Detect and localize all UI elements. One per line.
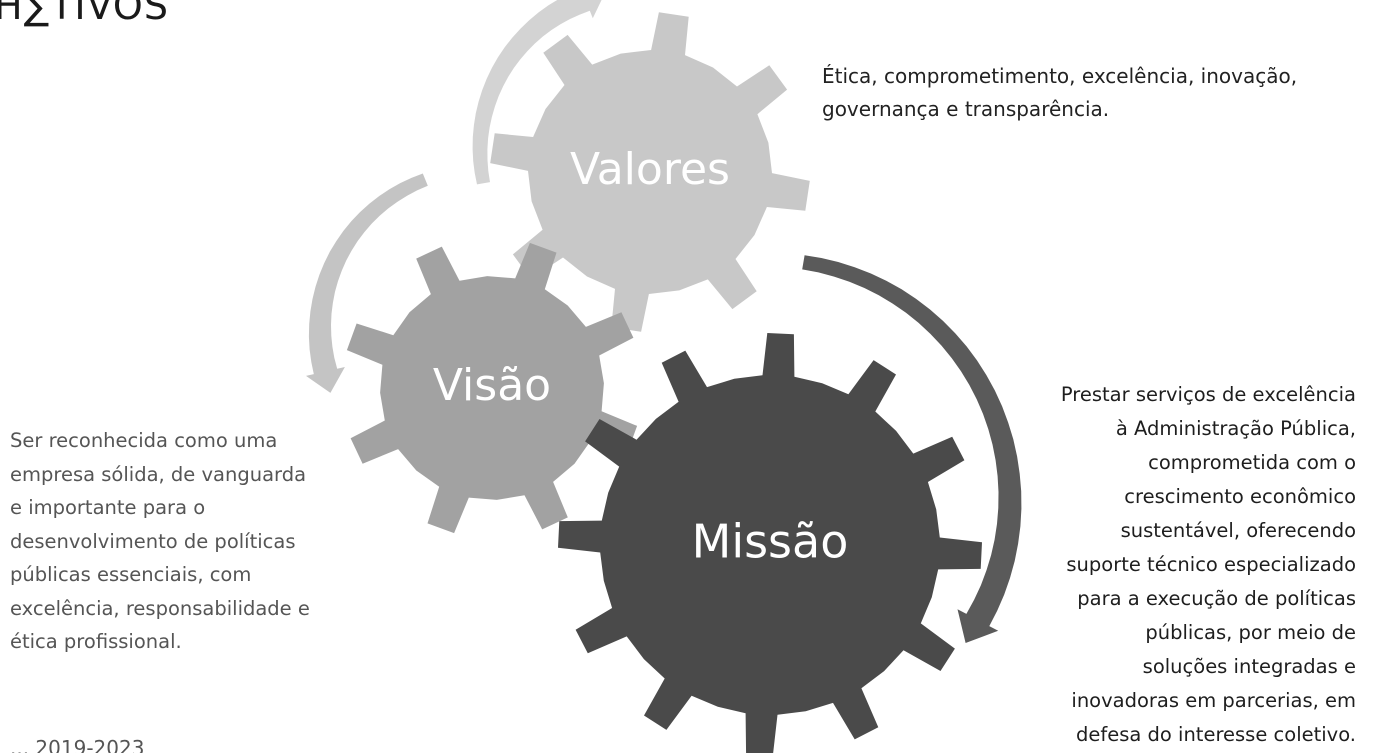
gear-valores: Valores bbox=[490, 12, 810, 332]
arrow-top-body bbox=[472, 0, 602, 185]
footer-fragment: ... 2019-2023 bbox=[10, 736, 145, 753]
gear-missao-label: Missão bbox=[692, 515, 849, 569]
heading-fragment: H∑TIVOS bbox=[0, 0, 169, 28]
missao-description: Prestar serviços de excelência à Adminis… bbox=[1060, 383, 1356, 746]
gear-visao-shape bbox=[346, 242, 638, 534]
gear-valores-shape bbox=[490, 12, 810, 332]
arrow-right-body bbox=[802, 255, 1022, 644]
arrow-right bbox=[802, 255, 1022, 644]
gear-missao-shape bbox=[558, 333, 982, 753]
gear-missao: Missão bbox=[558, 333, 982, 753]
visao-description: Ser reconhecida como uma empresa sólida,… bbox=[10, 429, 310, 653]
valores-description: Ética, comprometimento, excelência, inov… bbox=[822, 64, 1298, 121]
arrow-left-body bbox=[306, 173, 428, 393]
gear-visao: Visão bbox=[346, 242, 638, 534]
arrow-left bbox=[306, 173, 428, 393]
arrow-top bbox=[472, 0, 602, 185]
gear-valores-label: Valores bbox=[570, 144, 730, 195]
gear-visao-label: Visão bbox=[433, 360, 551, 411]
